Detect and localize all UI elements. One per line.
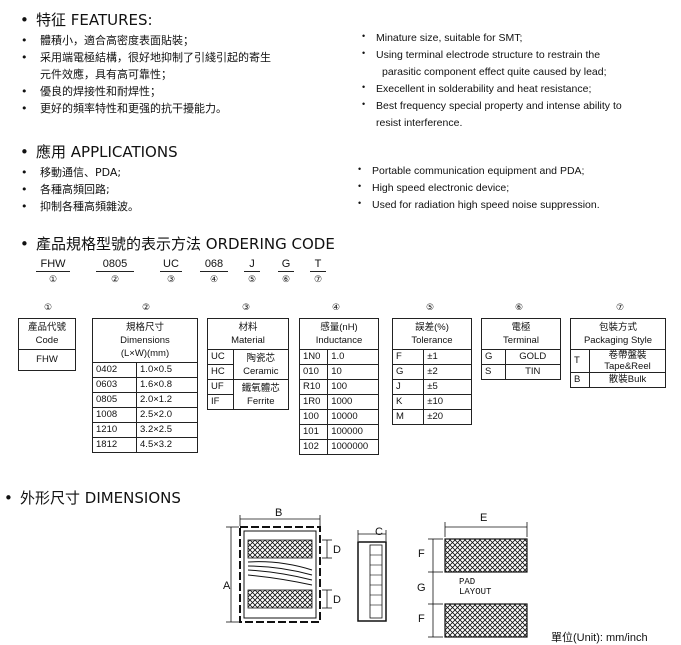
table-number: ⑦ [615,303,625,313]
list-item: High speed electronic device; [358,178,600,197]
table-number: ⑥ [514,303,524,313]
table-row: M±20 [391,409,472,425]
features-heading: •特征 FEATURES: [20,11,153,29]
dim-label-f: F [418,548,425,560]
table-number: ③ [241,303,251,313]
list-item: Used for radiation high speed noise supp… [358,195,600,214]
applications-heading: •應用 APPLICATIONS [20,143,178,161]
list-item: 體積小，適合高密度表面貼裝； [18,32,271,49]
list-item: Best frequency special property and inte… [362,96,622,115]
list-item: Minature size, suitable for SMT; [362,28,622,47]
list-item: 更好的頻率特性和更强的抗干擾能力。 [18,100,271,117]
applications-en-list: Portable communication equipment and PDA… [358,161,600,214]
dim-label-b: B [275,507,283,519]
dim-label-a: A [223,580,231,592]
list-item: 移動通信、PDA; [18,164,139,181]
chip-top-view [239,526,321,623]
features-en-list: Minature size, suitable for SMT; Using t… [362,28,622,132]
table-number: ② [141,303,151,313]
table-row: G±2 [391,364,472,380]
table-number: ⑤ [425,303,435,313]
list-item: resist interference. [376,117,463,129]
table-row: F±1 [391,349,472,365]
list-item: 各種高頻回路; [18,181,139,198]
dim-label-d: D [333,544,341,556]
table-number: ① [43,303,53,313]
pad-layout [444,538,528,638]
dimensions-heading: •外形尺寸 DIMENSIONS [4,489,181,507]
dim-label-g: G [417,582,426,594]
dim-label-e: E [480,512,488,524]
table-cell: FHW [18,349,76,371]
list-item: parasitic component effect quite caused … [382,66,607,78]
chip-side-view [357,541,387,622]
list-item: Execellent in solderability and heat res… [362,79,622,98]
list-item: 元件效應，具有高可靠性； [40,68,172,81]
unit-note: 單位(Unit): mm/inch [551,632,648,644]
list-item: 優良的焊接性和耐焊性； [18,83,271,100]
ordering-heading: •產品規格型號的表示方法 ORDERING CODE [20,235,335,253]
dim-label-d: D [333,594,341,606]
list-item: 抑制各種高頻雜波。 [18,198,139,215]
dim-label-c: C [375,526,383,538]
tolerance-table: 誤差(%)Tolerance F±1 G±2 J±5 K±10 M±20 [391,318,472,425]
applications-zh-list: 移動通信、PDA; 各種高頻回路; 抑制各種高頻雜波。 [18,164,139,215]
dim-label-f: F [418,613,425,625]
table-row: IF [207,394,289,410]
features-zh-list: 體積小，適合高密度表面貼裝； 采用端電極結構，很好地抑制了引綫引起的寄生 元件效… [18,32,271,117]
table-number: ④ [331,303,341,313]
list-item: Using terminal electrode structure to re… [362,45,622,64]
list-item: Portable communication equipment and PDA… [358,161,600,180]
list-item: 采用端電極結構，很好地抑制了引綫引起的寄生 [18,49,271,66]
